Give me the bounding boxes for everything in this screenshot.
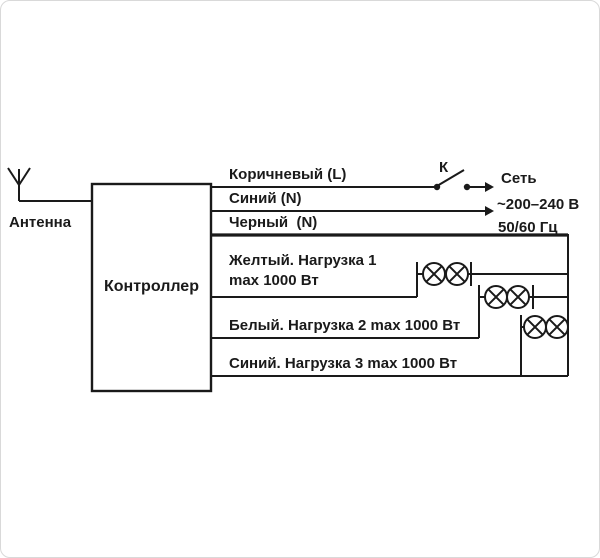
lamp-pair-2 — [484, 285, 530, 309]
antenna-icon — [7, 167, 92, 202]
controller-label: Контроллер — [104, 278, 199, 295]
wire-blue-neutral — [211, 206, 494, 216]
wire-white-label: Белый. Нагрузка 2 max 1000 Вт — [229, 317, 461, 334]
wire-yellow-load1 — [211, 262, 568, 298]
lamp-icon — [445, 262, 469, 286]
mains-label-3: 50/60 Гц — [498, 219, 558, 236]
lamp-pair-1 — [422, 262, 469, 286]
mains-label-1: Сеть — [501, 170, 537, 187]
mains-label-2: ~200–240 В — [497, 196, 580, 213]
wire-white-load2 — [211, 285, 568, 339]
wire-black — [211, 233, 569, 376]
wire-yellow-label-1: Желтый. Нагрузка 1 — [229, 252, 377, 269]
antenna-label: Антенна — [9, 214, 72, 231]
arrow-right-icon — [485, 206, 494, 216]
lamp-pair-3 — [523, 315, 569, 339]
wire-blue-load-label: Синий. Нагрузка 3 max 1000 Вт — [229, 355, 458, 372]
lamp-icon — [422, 262, 446, 286]
wire-brown — [211, 169, 494, 192]
wire-blue-n-label: Синий (N) — [229, 190, 302, 207]
controller-box — [90, 182, 213, 393]
lamp-icon — [506, 285, 530, 309]
wire-brown-label: Коричневый (L) — [229, 166, 347, 183]
wire-black-label: Черный (N) — [229, 214, 318, 231]
switch-label: К — [439, 159, 449, 176]
lamp-icon — [484, 285, 508, 309]
arrow-right-icon — [485, 182, 494, 192]
wire-blue-load3 — [211, 315, 569, 377]
lamp-icon — [545, 315, 569, 339]
wire-yellow-label-2: max 1000 Вт — [229, 272, 319, 289]
lamp-icon — [523, 315, 547, 339]
